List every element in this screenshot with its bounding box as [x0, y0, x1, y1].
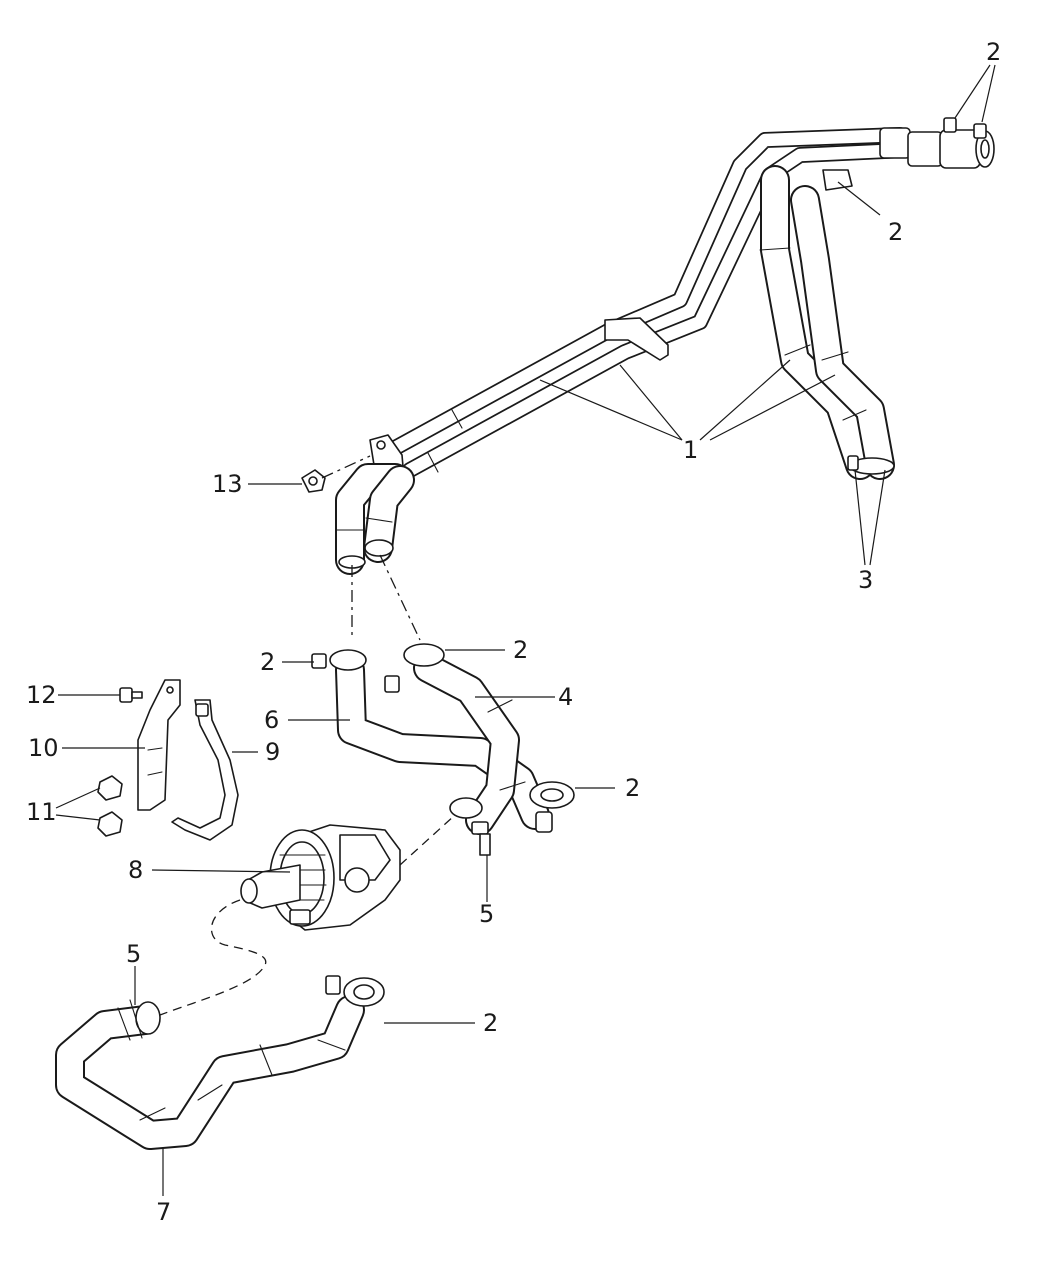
coolant-tube-assembly[interactable]: [335, 127, 995, 575]
hex-nut-lower[interactable]: [97, 811, 123, 837]
assembly-guide-right: [379, 554, 421, 641]
callout-1: 1: [683, 436, 698, 464]
bolt[interactable]: [119, 687, 143, 703]
callout-2-left-clamp: 2: [260, 648, 275, 676]
callout-2-top-right: 2: [986, 38, 1001, 66]
pump-inlet-guide: [159, 899, 267, 1016]
auxiliary-water-pump[interactable]: [240, 824, 401, 931]
callout-5-lower: 5: [126, 940, 141, 968]
hose-clamp-upper-right[interactable]: [822, 117, 987, 191]
hose-clamp-branch[interactable]: [847, 455, 895, 475]
callout-10: 10: [28, 734, 59, 762]
callout-7: 7: [156, 1198, 171, 1226]
coolant-hose-lower[interactable]: [55, 995, 365, 1150]
hex-nut-upper[interactable]: [97, 775, 123, 801]
hose-clamp-lower[interactable]: [325, 975, 385, 1007]
callout-2-right-clamp: 2: [513, 636, 528, 664]
callout-3: 3: [858, 566, 873, 594]
callout-9: 9: [265, 738, 280, 766]
callout-13: 13: [212, 470, 243, 498]
callout-2-lower-clamp: 2: [483, 1009, 498, 1037]
callout-2-mid-clamp: 2: [625, 774, 640, 802]
pump-outlet-guide: [399, 814, 456, 866]
push-pin-clip[interactable]: [301, 469, 326, 493]
leader-lines: [55, 64, 996, 1196]
callout-4: 4: [558, 683, 573, 711]
heater-hose-large[interactable]: [384, 643, 526, 835]
callout-6: 6: [264, 706, 279, 734]
callout-5-pump: 5: [479, 900, 494, 928]
callout-11: 11: [26, 798, 57, 826]
hose-clamp-mid-right[interactable]: [529, 781, 575, 833]
pump-mounting-bracket[interactable]: [137, 679, 181, 811]
callout-8: 8: [128, 856, 143, 884]
callout-12: 12: [26, 681, 57, 709]
heater-hose-small[interactable]: [311, 649, 550, 830]
pump-strap[interactable]: [171, 699, 239, 841]
assembly-guide-clip: [321, 455, 371, 479]
spring-clamp-pump[interactable]: [449, 797, 491, 856]
callout-2-upper-branch: 2: [888, 218, 903, 246]
